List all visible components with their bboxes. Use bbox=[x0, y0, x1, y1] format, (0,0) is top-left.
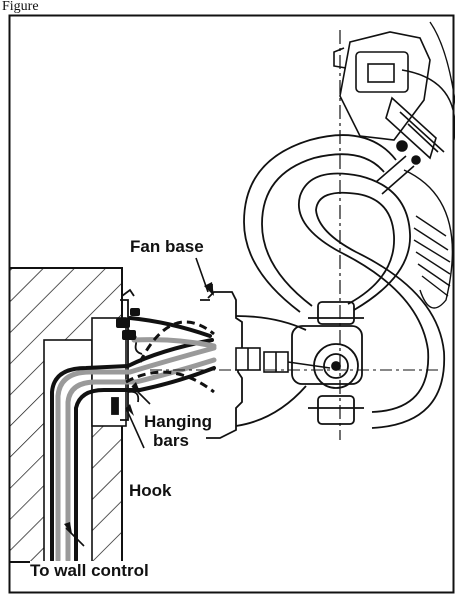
figure-caption: Figure bbox=[2, 0, 39, 14]
label-hook: Hook bbox=[129, 481, 172, 500]
pivot-joint bbox=[308, 301, 364, 425]
black-wires bbox=[50, 316, 217, 562]
hanging-bars-dashed bbox=[125, 320, 215, 394]
label-hanging-bars-line1: Hanging bbox=[144, 412, 212, 431]
arrow-heads bbox=[64, 282, 214, 534]
diagram-border bbox=[8, 14, 455, 594]
flex-tubes bbox=[243, 134, 446, 429]
motor-housing bbox=[333, 31, 445, 195]
label-hanging-bars-line2: bars bbox=[153, 431, 189, 450]
wire-connectors bbox=[116, 308, 140, 340]
label-to-wall-control: To wall control bbox=[30, 561, 149, 580]
terminal-block bbox=[235, 347, 331, 373]
label-fan-base: Fan base bbox=[130, 237, 204, 256]
